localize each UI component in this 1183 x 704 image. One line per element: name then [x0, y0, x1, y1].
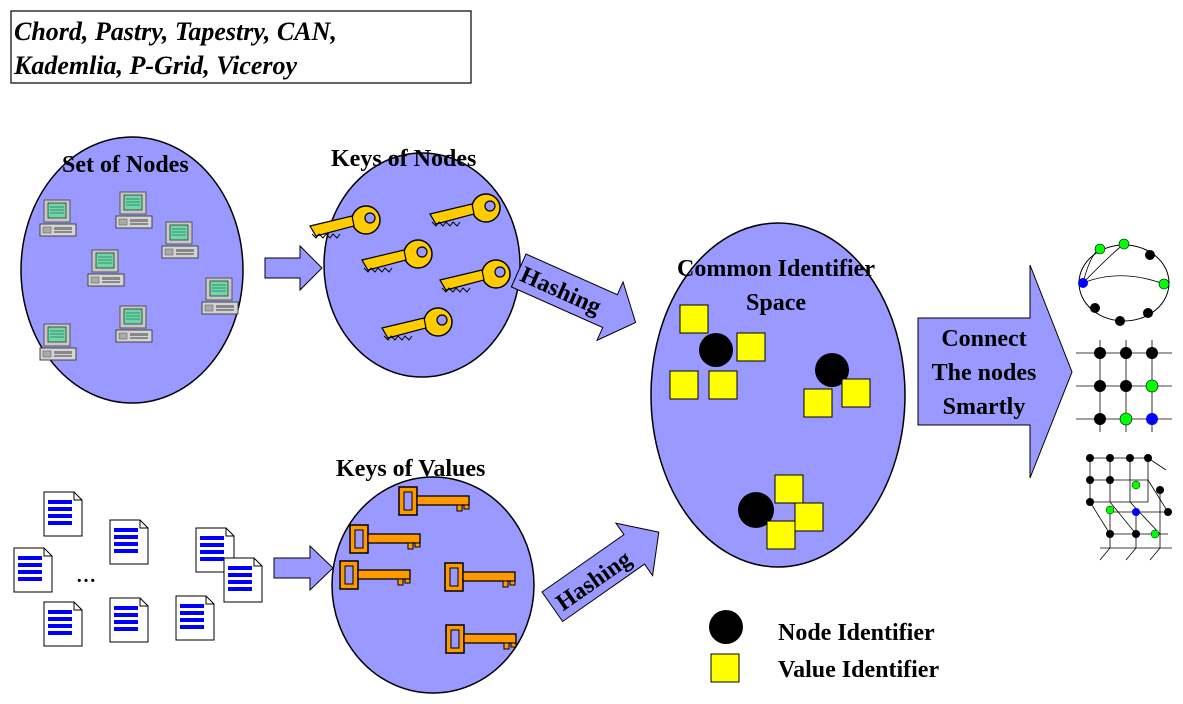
hashing-arrow-bottom: Hashing	[541, 522, 660, 623]
value-identifier-square	[794, 502, 824, 532]
document-icon	[13, 547, 53, 593]
topology-graph-icon	[1078, 238, 1170, 326]
value-identifier-square	[766, 520, 796, 550]
connect-arrow: Connect The nodes Smartly	[917, 264, 1073, 479]
connect-label-1: Connect	[941, 326, 1026, 352]
document-icon	[175, 595, 215, 641]
common-space-label-2: Space	[746, 290, 806, 316]
common-identifier-space-group: Common Identifier Space	[650, 222, 906, 568]
protocols-box: Chord, Pastry, Tapestry, CAN, Kademlia, …	[10, 10, 472, 84]
value-identifier-square	[774, 474, 804, 504]
value-identifier-square	[708, 370, 738, 400]
set-of-nodes-ellipse	[20, 136, 244, 404]
hashing-arrow-top: Hashing	[510, 253, 637, 342]
arrow-nodes-to-keys	[264, 244, 323, 292]
ellipsis-text: …	[76, 565, 96, 587]
protocols-line-1: Chord, Pastry, Tapestry, CAN,	[14, 17, 337, 46]
node-identifier-circle	[738, 492, 774, 528]
value-identifier-square	[669, 370, 699, 400]
protocols-line-2: Kademlia, P-Grid, Viceroy	[13, 51, 298, 80]
node-identifier-circle	[815, 353, 849, 387]
keys-of-nodes-group: Keys of Nodes	[309, 146, 521, 378]
value-identifier-square	[803, 388, 833, 418]
set-of-nodes-group: Set of Nodes	[20, 136, 244, 404]
legend-node-label: Node Identifier	[778, 620, 935, 646]
keys-of-values-group: Keys of Values	[331, 456, 535, 694]
topology-graph-icon	[1076, 340, 1172, 432]
legend: Node Identifier Value Identifier	[709, 610, 939, 683]
value-identifier-square	[841, 378, 871, 408]
document-icon	[109, 597, 149, 643]
arrow-docs-to-keys	[273, 544, 334, 592]
legend-value-icon	[710, 653, 740, 683]
values-documents-group: …	[13, 491, 263, 647]
topology-graph-icon	[1086, 454, 1172, 561]
connect-label-2: The nodes	[932, 360, 1037, 386]
common-identifier-space-ellipse	[650, 222, 906, 568]
common-space-label-1: Common Identifier	[677, 256, 875, 282]
set-of-nodes-label: Set of Nodes	[62, 152, 189, 178]
document-icon	[109, 519, 149, 565]
value-identifier-square	[736, 332, 766, 362]
document-icon	[223, 557, 263, 603]
document-icon	[43, 601, 83, 647]
document-icon	[43, 491, 83, 537]
node-identifier-circle	[699, 333, 733, 367]
legend-value-label: Value Identifier	[778, 657, 939, 683]
keys-of-values-label: Keys of Values	[336, 456, 485, 482]
value-identifier-square	[679, 304, 709, 334]
connect-label-3: Smartly	[943, 394, 1026, 420]
keys-of-nodes-label: Keys of Nodes	[331, 146, 476, 172]
legend-node-icon	[709, 610, 743, 644]
